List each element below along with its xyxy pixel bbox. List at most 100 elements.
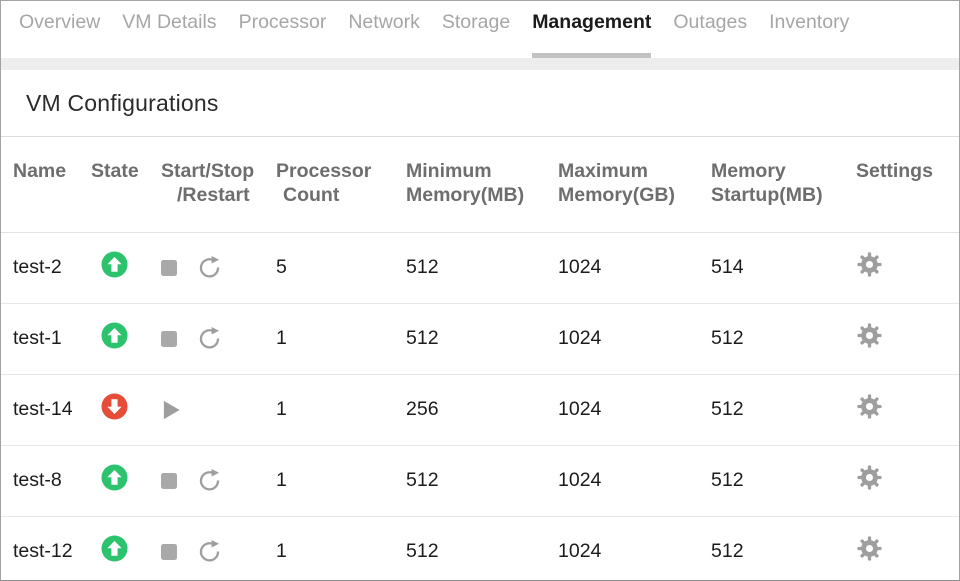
memory-startup-cell: 512	[711, 445, 856, 517]
state-running-icon	[101, 464, 128, 491]
actions-group	[161, 399, 276, 421]
column-header-line: Memory	[711, 160, 786, 182]
processor-count-cell: 1	[276, 374, 406, 446]
tab-processor[interactable]: Processor	[238, 11, 327, 33]
stop-icon[interactable]	[161, 330, 177, 347]
max-memory-cell: 1024	[558, 540, 602, 563]
min-memory-cell: 256	[406, 374, 558, 446]
actions-cell	[161, 232, 276, 304]
column-header-name: Name	[1, 137, 91, 233]
column-header-line: /Restart	[177, 184, 250, 206]
tab-management[interactable]: Management	[532, 1, 652, 58]
stop-icon[interactable]	[161, 543, 177, 560]
settings-cell	[856, 445, 959, 517]
column-header-line: Memory(GB)	[558, 184, 676, 206]
restart-icon[interactable]	[197, 539, 222, 564]
memory-startup-cell: 514	[711, 232, 856, 304]
settings-gear-icon[interactable]	[857, 465, 882, 490]
vm-name-cell: test-14	[1, 374, 91, 446]
vm-name-cell: test-1	[1, 303, 91, 375]
state-cell	[91, 445, 161, 517]
panel-title: VM Configurations	[1, 70, 959, 137]
processor-count-cell: 5	[276, 232, 406, 304]
actions-cell	[161, 374, 276, 446]
tab-storage[interactable]: Storage	[441, 11, 511, 33]
column-header-line: Processor	[276, 160, 372, 182]
max-memory-cell: 1024	[558, 374, 711, 446]
column-header-line: Memory(MB)	[406, 184, 525, 206]
actions-cell	[161, 303, 276, 375]
column-header-line: Minimum	[406, 160, 492, 182]
vm-name-cell: test-8	[1, 445, 91, 517]
tab-overview[interactable]: Overview	[19, 11, 101, 33]
min-memory-cell: 512	[406, 232, 558, 304]
start-icon[interactable]	[161, 399, 182, 421]
min-memory-cell: 512	[406, 445, 558, 517]
settings-cell	[856, 232, 959, 304]
max-memory-cell: 1024	[558, 445, 711, 517]
processor-count-cell: 1	[276, 303, 406, 375]
min-memory-cell: 512	[406, 540, 439, 563]
restart-icon[interactable]	[197, 468, 222, 493]
state-cell	[91, 232, 161, 304]
column-header-settings: Settings	[856, 137, 959, 233]
column-header-line: Maximum	[558, 160, 648, 182]
actions-cell	[161, 516, 276, 580]
max-memory-cell: 1024	[558, 303, 711, 375]
processor-count-cell: 1	[276, 540, 287, 563]
column-header-line: Start/Stop	[161, 160, 255, 182]
memory-startup-cell: 512	[711, 303, 856, 375]
state-stopped-icon	[101, 393, 128, 420]
settings-gear-icon[interactable]	[857, 394, 882, 419]
tab-bar: Overview VM Details Processor Network Storag…	[1, 1, 959, 58]
column-header-actions: Start/Stop/Restart	[161, 137, 276, 233]
column-header-line: Startup(MB)	[711, 184, 823, 206]
tab-vm-details[interactable]: VM Details	[122, 11, 217, 33]
column-header-line: Settings	[856, 160, 933, 182]
memory-startup-cell: 512	[711, 374, 856, 446]
tab-inventory[interactable]: Inventory	[769, 11, 850, 33]
settings-cell	[856, 374, 959, 446]
stop-icon[interactable]	[161, 472, 177, 489]
stop-icon[interactable]	[161, 259, 177, 276]
settings-gear-icon[interactable]	[857, 536, 882, 561]
min-memory-cell: 512	[406, 303, 558, 375]
settings-cell	[856, 303, 959, 375]
settings-cell	[856, 516, 959, 580]
settings-gear-icon[interactable]	[857, 252, 882, 277]
vm-name-cell: test-2	[1, 232, 91, 304]
restart-icon[interactable]	[197, 326, 222, 351]
actions-group	[161, 539, 276, 564]
tab-network[interactable]: Network	[348, 11, 420, 33]
column-header-line: Count	[283, 184, 340, 206]
state-running-icon	[101, 535, 128, 562]
actions-group	[161, 255, 276, 280]
tab-outages[interactable]: Outages	[673, 11, 748, 33]
max-memory-cell: 1024	[558, 232, 711, 304]
restart-icon[interactable]	[197, 255, 222, 280]
state-cell	[91, 303, 161, 375]
state-running-icon	[101, 251, 128, 278]
actions-cell	[161, 445, 276, 517]
column-header-line: State	[91, 160, 139, 182]
state-cell	[91, 374, 161, 446]
actions-group	[161, 326, 276, 351]
settings-gear-icon[interactable]	[857, 323, 882, 348]
processor-count-cell: 1	[276, 445, 406, 517]
